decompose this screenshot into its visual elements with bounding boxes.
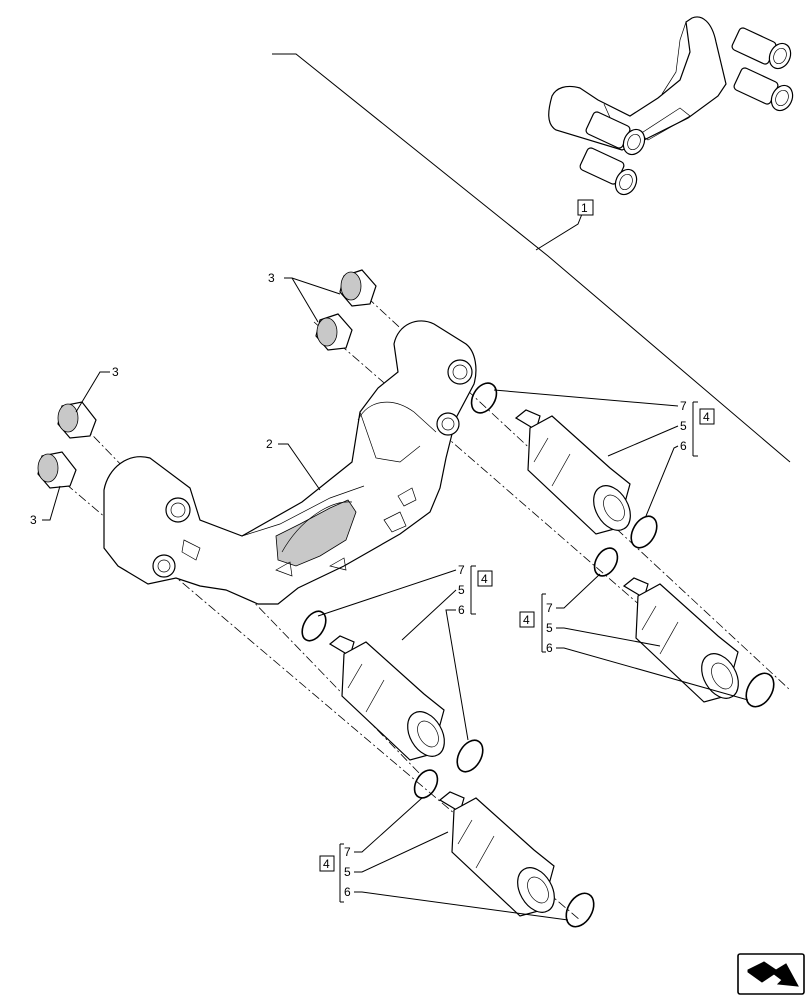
callout-7-c: 7 bbox=[546, 601, 553, 615]
coupler-d bbox=[438, 791, 555, 917]
callout-5-c: 5 bbox=[546, 621, 553, 635]
callout-7-d: 7 bbox=[344, 845, 351, 859]
callout-3-top: 3 bbox=[268, 271, 275, 285]
callout-7-b: 7 bbox=[458, 563, 465, 577]
callout-7-a: 7 bbox=[680, 399, 687, 413]
callout-labels: 3 3 3 2 7 5 6 4 7 5 6 4 4 7 5 6 4 7 5 6 bbox=[30, 271, 715, 899]
bracket-housing bbox=[103, 320, 477, 605]
coupler-b bbox=[622, 577, 739, 703]
o-rings bbox=[301, 382, 775, 928]
callout-4-c: 4 bbox=[523, 613, 530, 627]
callout-6-d: 6 bbox=[344, 885, 351, 899]
callout-2: 2 bbox=[266, 437, 273, 451]
callout-4-b: 4 bbox=[481, 572, 488, 586]
plugs bbox=[37, 269, 377, 489]
callout-3-left-upper: 3 bbox=[112, 365, 119, 379]
callout-box-1 bbox=[577, 199, 594, 216]
callout-box-4-c bbox=[519, 611, 535, 628]
coupler-a bbox=[514, 409, 631, 535]
callout-4-d: 4 bbox=[323, 857, 330, 871]
overview-assembly bbox=[548, 16, 794, 196]
couplers bbox=[328, 409, 739, 917]
callout-3-left-lower: 3 bbox=[30, 513, 37, 527]
callout-6-a: 6 bbox=[680, 439, 687, 453]
callout-box-4-a bbox=[699, 408, 715, 425]
callout-5-a: 5 bbox=[680, 419, 687, 433]
callout-4-a: 4 bbox=[703, 410, 710, 424]
callout-6-b: 6 bbox=[458, 603, 465, 617]
next-page-arrow-icon[interactable] bbox=[737, 953, 805, 995]
callout-5-d: 5 bbox=[344, 865, 351, 879]
coupler-c bbox=[328, 635, 445, 761]
callout-box-4-d bbox=[319, 855, 335, 872]
callout-6-c: 6 bbox=[546, 641, 553, 655]
callout-5-b: 5 bbox=[458, 583, 465, 597]
callout-box-4-b bbox=[477, 570, 493, 587]
leader-lines bbox=[42, 277, 749, 921]
callout-1: 1 bbox=[581, 201, 588, 215]
